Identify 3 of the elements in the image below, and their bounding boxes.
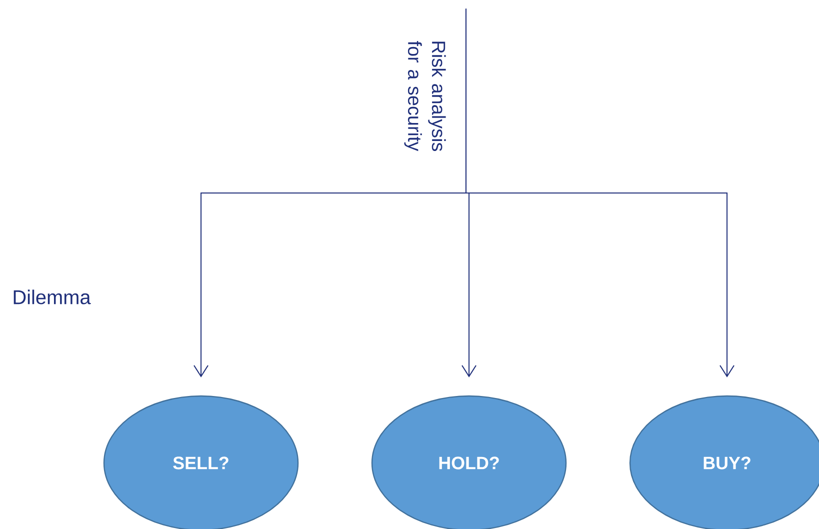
arrow	[465, 8, 734, 378]
side-label: Dilemma	[14, 290, 91, 304]
rotated-label: Risk analysis for a security	[404, 41, 446, 152]
